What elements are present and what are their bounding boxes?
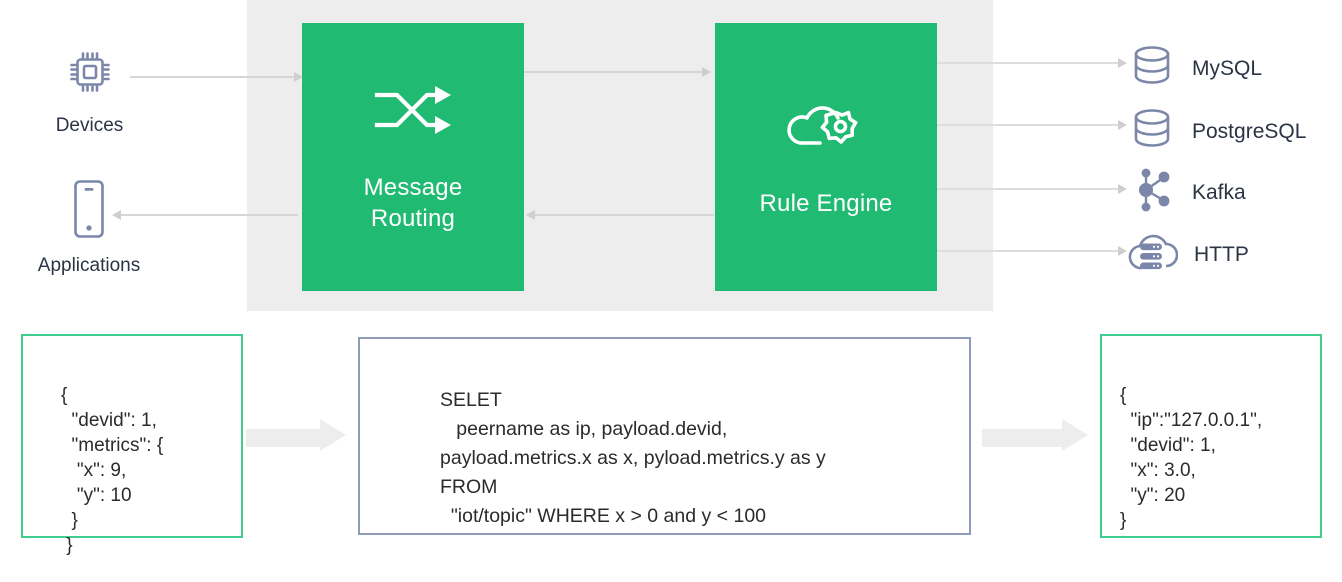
arrowhead-routing-to-rule-engine: [702, 67, 711, 77]
connector-rule-engine-to-http: [937, 250, 1122, 252]
sink-label-http: HTTP: [1194, 242, 1249, 266]
source-node-devices[interactable]: Devices: [27, 44, 152, 137]
source-node-applications[interactable]: Applications: [24, 178, 154, 277]
arrowhead-rule-engine-to-http: [1118, 246, 1127, 256]
flow-arrow-head: [320, 419, 346, 451]
stage-box-message-routing[interactable]: Message Routing: [302, 23, 524, 291]
arrowhead-rule-engine-to-postgresql: [1118, 120, 1127, 130]
source-label-applications: Applications: [37, 255, 141, 276]
sink-label-mysql: MySQL: [1192, 56, 1263, 80]
stage-box-rule-engine[interactable]: Rule Engine: [715, 23, 937, 291]
input-payload-json: { "devid": 1, "metrics": { "x": 9, "y": …: [61, 385, 164, 556]
database-cylinder-icon: [1128, 42, 1176, 95]
stage-label-rule-engine: Rule Engine: [759, 189, 893, 217]
shuffle-arrows-icon: [371, 80, 455, 154]
arrowhead-rule-engine-to-routing: [526, 210, 535, 220]
connector-rule-engine-to-kafka: [937, 188, 1122, 190]
sink-node-kafka[interactable]: Kafka: [1128, 166, 1246, 219]
connector-routing-to-applications: [120, 214, 298, 216]
flow-arrow-input-to-sql: [246, 419, 346, 451]
smartphone-icon: [69, 178, 109, 245]
sql-statement-text: SELET peername as ip, payload.devid, pay…: [440, 388, 826, 527]
arrowhead-rule-engine-to-kafka: [1118, 184, 1127, 194]
sink-node-postgresql[interactable]: PostgreSQL: [1128, 105, 1306, 158]
stage-label-message-routing: Message Routing: [364, 172, 463, 234]
sink-label-kafka: Kafka: [1192, 180, 1246, 204]
flow-arrow-shaft: [982, 429, 1062, 447]
connector-rule-engine-to-mysql: [937, 62, 1122, 64]
arrowhead-rule-engine-to-mysql: [1118, 58, 1127, 68]
database-cylinder-icon: [1128, 105, 1176, 158]
stage-label-line-2: Routing: [370, 205, 456, 232]
flow-arrow-shaft: [246, 429, 322, 447]
output-payload-json: { "ip":"127.0.0.1", "devid": 1, "x": 3.0…: [1120, 385, 1263, 531]
stage-label-line-1: Message: [363, 174, 463, 201]
sink-label-postgresql: PostgreSQL: [1192, 119, 1307, 143]
connector-routing-to-rule-engine: [524, 71, 704, 73]
arrowhead-routing-to-applications: [112, 210, 121, 220]
node-graph-icon: [1128, 166, 1176, 219]
sql-statement-box[interactable]: SELET peername as ip, payload.devid, pay…: [358, 337, 971, 535]
input-payload-box[interactable]: { "devid": 1, "metrics": { "x": 9, "y": …: [21, 334, 243, 556]
connector-rule-engine-to-routing: [534, 214, 714, 216]
sink-node-mysql[interactable]: MySQL: [1128, 42, 1262, 95]
cloud-server-icon: [1128, 228, 1179, 281]
cloud-gear-icon: [784, 96, 868, 170]
flow-arrow-head: [1062, 419, 1088, 451]
source-label-devices: Devices: [55, 115, 124, 136]
arrowhead-devices-to-routing: [294, 72, 303, 82]
chip-icon: [62, 44, 118, 105]
output-payload-box[interactable]: { "ip":"127.0.0.1", "devid": 1, "x": 3.0…: [1100, 334, 1322, 538]
sink-node-http[interactable]: HTTP: [1128, 228, 1249, 281]
flow-arrow-sql-to-output: [982, 419, 1088, 451]
connector-devices-to-routing: [130, 76, 295, 78]
connector-rule-engine-to-postgresql: [937, 124, 1122, 126]
